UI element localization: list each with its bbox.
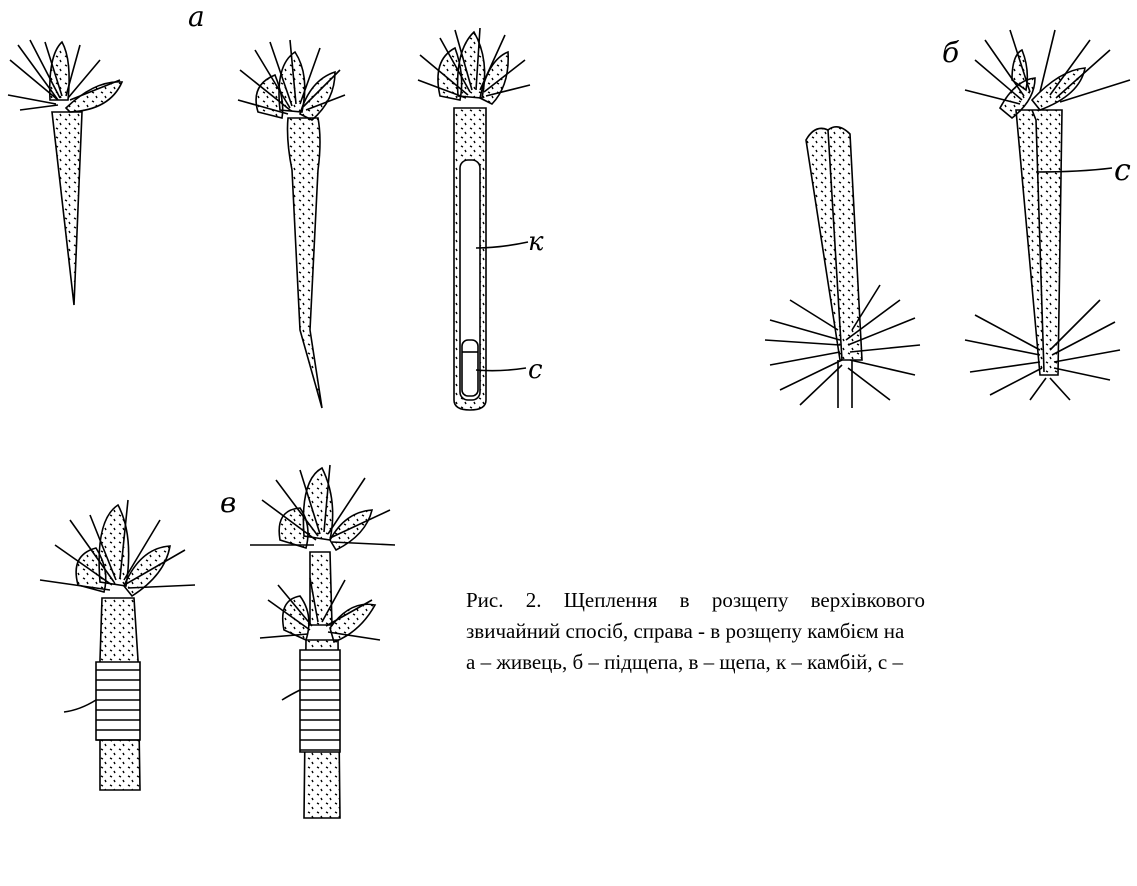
graft-1 [40,500,195,790]
caption-line-3: а – живець, б – підщепа, в – щепа, к – к… [466,647,1137,678]
caption-line-2: звичайний спосіб, справа - в розщепу кам… [466,616,1137,647]
graft-2 [250,465,395,818]
rootstock-2-grafted [965,30,1130,400]
label-c2: с [1114,153,1131,188]
scion-1 [8,40,122,305]
caption-line-1: Рис. 2. Щеплення в розщепу верхівкового [466,585,1137,616]
label-k: к [528,227,544,257]
label-b: б [942,36,960,69]
scion-3-section [418,28,530,410]
rootstock-1 [765,127,920,408]
label-v: в [220,486,236,519]
scion-2 [238,40,345,408]
label-c1: с [528,355,543,385]
label-a: а [188,0,205,33]
figure-caption: Рис. 2. Щеплення в розщепу верхівкового … [466,585,1137,678]
